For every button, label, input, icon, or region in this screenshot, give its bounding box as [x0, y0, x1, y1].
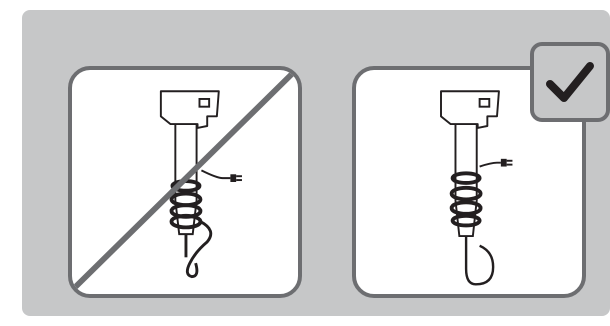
checkmark-badge: [530, 42, 610, 122]
incorrect-example-card: [68, 66, 302, 298]
hair-dryer-wrapped-cord-illustration: [72, 70, 298, 294]
prohibited-slash-icon: [72, 70, 298, 294]
checkmark-icon: [546, 62, 594, 102]
hair-dryer-loose-cord-illustration: [440, 90, 513, 286]
